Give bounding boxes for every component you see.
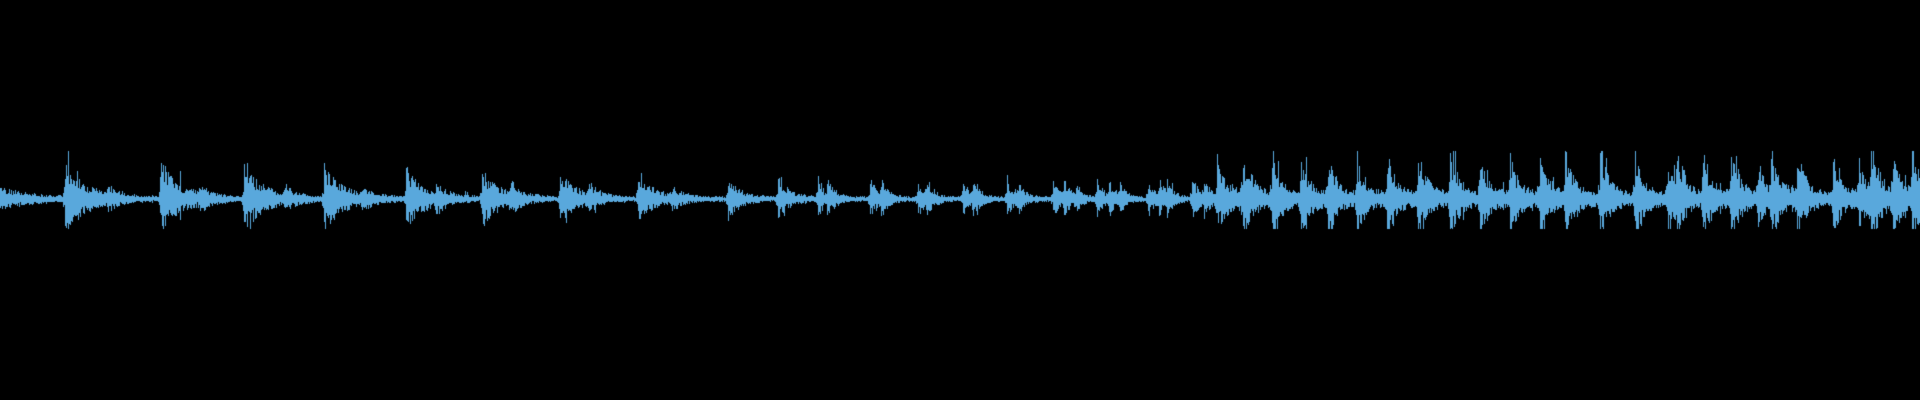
audio-waveform-canvas	[0, 0, 1920, 400]
waveform-panel	[0, 0, 1920, 400]
